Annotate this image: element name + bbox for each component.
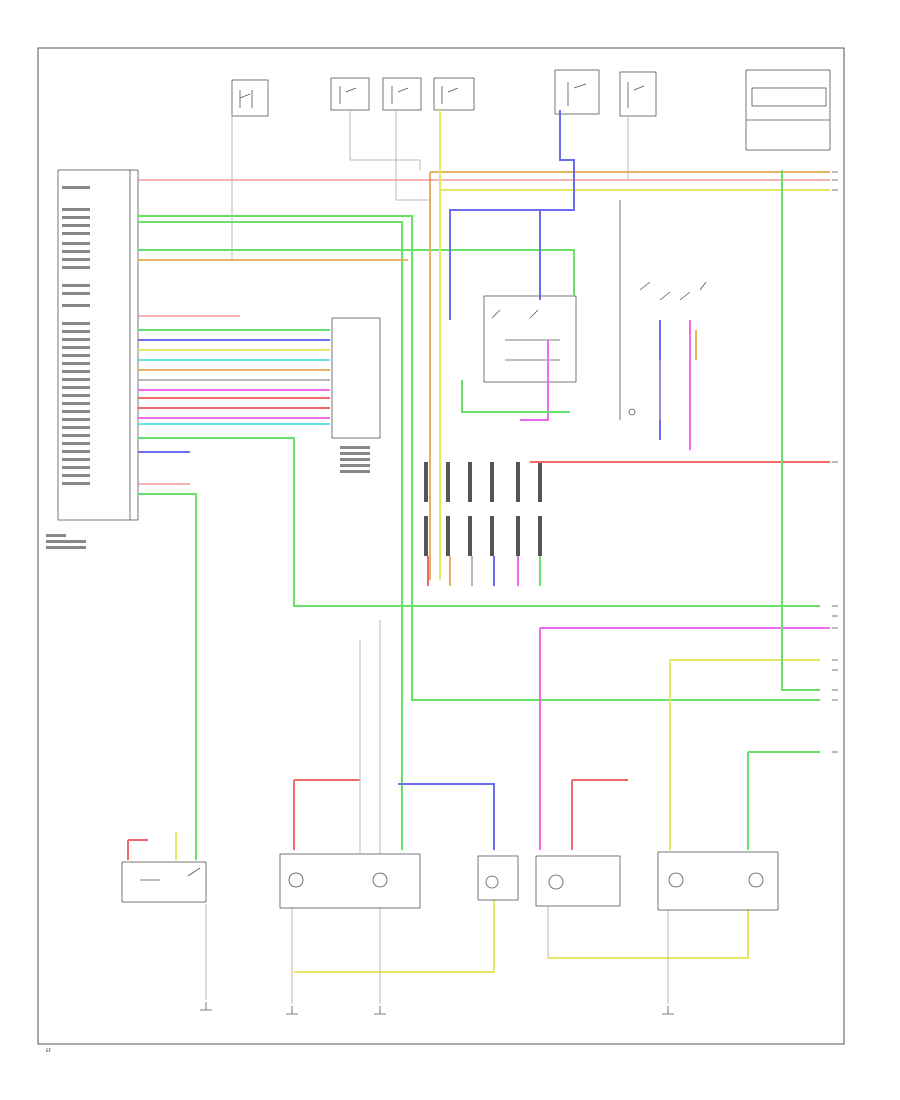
relay-box-5-switch	[567, 82, 587, 106]
wire-green-5	[138, 437, 820, 607]
relay-box-5	[554, 69, 600, 115]
relay-ground-node	[628, 408, 636, 416]
wire-yellow-8	[548, 910, 749, 959]
hazard-switch-contacts	[140, 867, 201, 881]
lamp-bulb-2	[372, 872, 388, 888]
relay-box-7-inner	[751, 87, 827, 107]
left-module-body	[57, 169, 139, 521]
hazard-switch	[121, 861, 207, 903]
fuse-box-4-switch	[441, 86, 459, 104]
lamp-bulb-4	[668, 872, 684, 888]
wire-layer	[127, 110, 838, 1004]
rear-combination-lamp-left	[279, 853, 421, 909]
license-lamp-bulb	[485, 875, 499, 889]
fuse-box-2	[330, 77, 370, 111]
wire-green-6	[138, 493, 197, 860]
wire-green-7	[781, 170, 820, 691]
combination-switch	[331, 317, 381, 473]
ground-symbols	[200, 1002, 674, 1015]
wire-blue-6	[398, 783, 495, 850]
top-component-row	[231, 69, 831, 151]
relay-cluster-frame	[483, 295, 577, 383]
wire-yellow-7	[294, 900, 495, 973]
left-control-module	[46, 169, 139, 549]
fuse-box-3	[382, 77, 422, 111]
license-lamp	[477, 855, 519, 901]
relay-box-6	[619, 71, 657, 117]
combination-switch-body	[331, 317, 381, 439]
lamp-bulb-1	[288, 872, 304, 888]
fuse-box-1-switch	[239, 90, 253, 108]
relay-right-switches	[619, 200, 707, 420]
wire-gray-7	[349, 110, 421, 170]
wire-blue-1	[449, 110, 575, 320]
lamp-bulb-3	[548, 874, 564, 890]
wire-magenta-5	[520, 340, 549, 421]
relay-box-6-switch	[627, 82, 645, 108]
fuse-box-3-switch	[391, 86, 409, 104]
relay-cluster-switches	[491, 309, 560, 361]
wire-green-2	[138, 221, 403, 850]
wire-green-3	[138, 249, 575, 296]
rear-combination-lamp-far-right	[657, 851, 779, 911]
connector-strip-lower	[424, 516, 542, 556]
fuse-box-4	[433, 77, 475, 111]
fuse-box-1	[231, 79, 269, 117]
left-module-caption	[46, 534, 86, 549]
wire-green-11	[461, 380, 570, 413]
lamp-bulb-5	[748, 872, 764, 888]
left-module-pin-labels	[62, 186, 90, 485]
combination-switch-caption	[340, 446, 370, 473]
wire-gray-8	[395, 110, 430, 201]
bottom-components	[121, 851, 779, 911]
rear-combination-lamp-right	[535, 855, 621, 907]
relay-box-7	[745, 69, 831, 151]
diagram-frame	[37, 47, 845, 1045]
connector-strip-upper	[424, 462, 542, 502]
relay-cluster	[483, 200, 707, 420]
footer-code: EF	[46, 1048, 52, 1053]
fuse-box-2-switch	[339, 86, 357, 104]
wire-green-1	[138, 215, 820, 701]
